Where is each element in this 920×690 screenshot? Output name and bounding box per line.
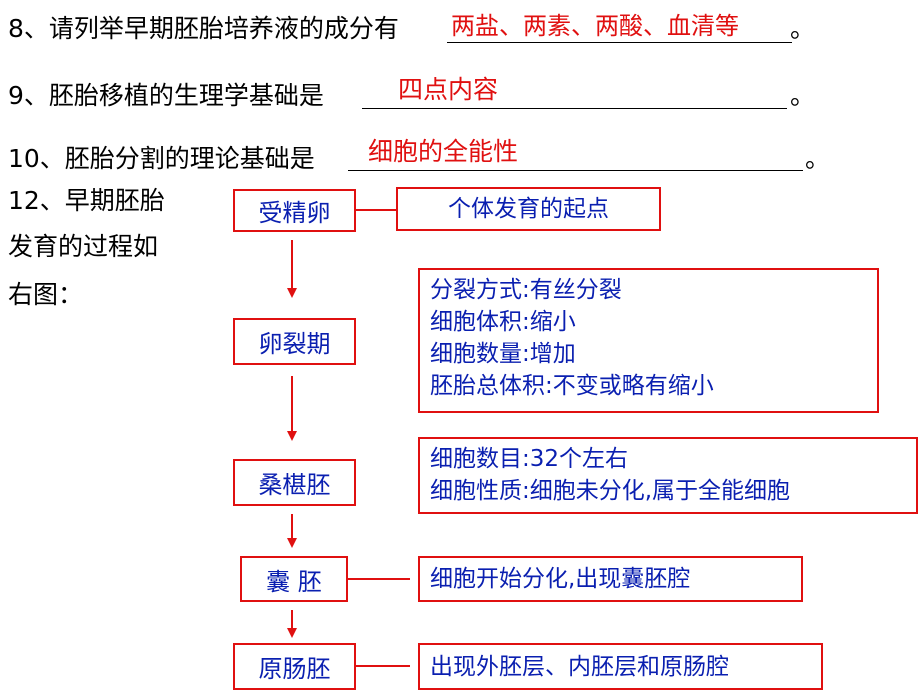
question-8: 8、请列举早期胚胎培养液的成分有 [8, 12, 399, 46]
question-9: 9、胚胎移植的生理学基础是 [8, 79, 324, 113]
arrow-blastocyst-to-gastrula [291, 610, 293, 628]
question-12-line3: 右图： [8, 280, 84, 309]
question-8-blank [447, 42, 792, 43]
question-10: 10、胚胎分割的理论基础是 [8, 142, 315, 176]
info-gastrula-line-1: 出现外胚层、内胚层和原肠腔 [430, 653, 729, 680]
info-box-blastocyst: 细胞开始分化,出现囊胚腔 [418, 556, 803, 602]
arrow-morula-to-blastocyst [291, 514, 293, 538]
arrowhead-gastrula [287, 628, 297, 638]
info-box-gastrula: 出现外胚层、内胚层和原肠腔 [418, 643, 823, 690]
question-9-blank [362, 108, 787, 109]
info-cleavage-line-1: 分裂方式:有丝分裂 [430, 277, 622, 303]
info-box-zygote: 个体发育的起点 [396, 187, 661, 231]
stage-box-blastocyst: 囊 胚 [240, 556, 348, 602]
question-9-answer: 四点内容 [398, 75, 499, 104]
arrowhead-blastocyst [287, 538, 297, 548]
question-8-prefix: 8、请列举早期胚胎培养液的成分有 [8, 14, 399, 43]
stage-box-gastrula: 原肠胚 [233, 643, 356, 690]
question-10-suffix: 。 [805, 144, 831, 173]
info-cleavage-line-4: 胚胎总体积:不变或略有缩小 [430, 373, 714, 399]
arrowhead-cleavage [287, 288, 297, 298]
question-12-line2: 发育的过程如 [8, 232, 159, 261]
info-blastocyst-line-1: 细胞开始分化,出现囊胚腔 [430, 566, 691, 592]
info-box-cleavage: 分裂方式:有丝分裂 细胞体积:缩小 细胞数量:增加 胚胎总体积:不变或略有缩小 [418, 268, 879, 413]
info-box-morula: 细胞数目:32个左右 细胞性质:细胞未分化,属于全能细胞 [418, 437, 918, 514]
stage-box-morula: 桑椹胚 [233, 459, 356, 506]
question-12-line1: 12、早期胚胎 [8, 186, 165, 215]
info-morula-line-1: 细胞数目:32个左右 [430, 446, 629, 472]
stage-box-cleavage: 卵裂期 [233, 318, 356, 365]
arrowhead-morula [287, 431, 297, 441]
connector-zygote-info [356, 209, 412, 211]
info-cleavage-line-2: 细胞体积:缩小 [430, 309, 576, 335]
stage-box-zygote: 受精卵 [233, 189, 356, 232]
question-9-suffix: 。 [790, 81, 816, 110]
connector-gastrula-info [356, 665, 410, 667]
info-zygote-line-1: 个体发育的起点 [448, 196, 609, 222]
question-8-answer: 两盐、两素、两酸、血清等 [451, 12, 739, 40]
question-8-suffix: 。 [790, 14, 816, 43]
arrow-zygote-to-cleavage [291, 240, 293, 288]
info-cleavage-line-3: 细胞数量:增加 [430, 341, 576, 367]
question-10-blank [348, 170, 803, 171]
question-10-prefix: 10、胚胎分割的理论基础是 [8, 144, 315, 173]
connector-blastocyst-info [348, 578, 410, 580]
question-9-prefix: 9、胚胎移植的生理学基础是 [8, 81, 324, 110]
question-10-answer: 细胞的全能性 [368, 137, 519, 166]
info-morula-line-2: 细胞性质:细胞未分化,属于全能细胞 [430, 478, 791, 504]
arrow-cleavage-to-morula [291, 376, 293, 431]
